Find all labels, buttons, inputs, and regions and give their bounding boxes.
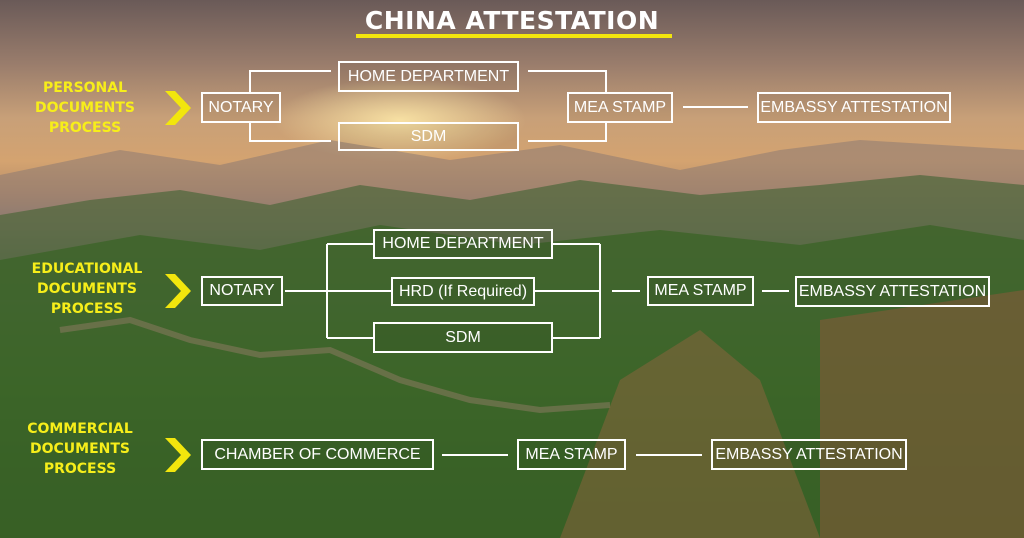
chevron-right-icon bbox=[165, 91, 191, 125]
section-label-line: PROCESS bbox=[43, 461, 117, 477]
educational-hrd-box: HRD (If Required) bbox=[391, 277, 535, 306]
educational-sdm-box: SDM bbox=[373, 322, 553, 353]
personal-mea-stamp-box: MEA STAMP bbox=[567, 92, 673, 123]
section-label-commercial: COMMERCIAL DOCUMENTS PROCESS bbox=[5, 419, 155, 479]
title-underline bbox=[356, 34, 672, 38]
section-label-educational: EDUCATIONAL DOCUMENTS PROCESS bbox=[12, 259, 162, 319]
educational-notary-box: NOTARY bbox=[201, 276, 283, 306]
personal-sdm-box: SDM bbox=[338, 122, 519, 151]
section-label-line: DOCUMENTS bbox=[29, 441, 130, 457]
commercial-mea-stamp-box: MEA STAMP bbox=[517, 439, 626, 470]
section-label-line: PROCESS bbox=[50, 301, 124, 317]
section-label-line: EDUCATIONAL bbox=[31, 261, 143, 277]
personal-notary-box: NOTARY bbox=[201, 92, 281, 123]
section-label-line: DOCUMENTS bbox=[34, 100, 135, 116]
commercial-embassy-attestation-box: EMBASSY ATTESTATION bbox=[711, 439, 907, 470]
personal-home-department-box: HOME DEPARTMENT bbox=[338, 61, 519, 92]
section-label-line: PERSONAL bbox=[42, 80, 128, 96]
section-label-personal: PERSONAL DOCUMENTS PROCESS bbox=[10, 78, 160, 138]
educational-embassy-attestation-box: EMBASSY ATTESTATION bbox=[795, 276, 990, 307]
diagram-title: CHINA ATTESTATION bbox=[364, 6, 660, 35]
section-label-line: DOCUMENTS bbox=[36, 281, 137, 297]
section-label-line: PROCESS bbox=[48, 120, 122, 136]
section-label-line: COMMERCIAL bbox=[27, 421, 133, 437]
chevron-right-icon bbox=[165, 438, 191, 472]
educational-home-department-box: HOME DEPARTMENT bbox=[373, 229, 553, 259]
commercial-chamber-of-commerce-box: CHAMBER OF COMMERCE bbox=[201, 439, 434, 470]
chevron-right-icon bbox=[165, 274, 191, 308]
personal-embassy-attestation-box: EMBASSY ATTESTATION bbox=[757, 92, 951, 123]
educational-mea-stamp-box: MEA STAMP bbox=[647, 276, 754, 306]
